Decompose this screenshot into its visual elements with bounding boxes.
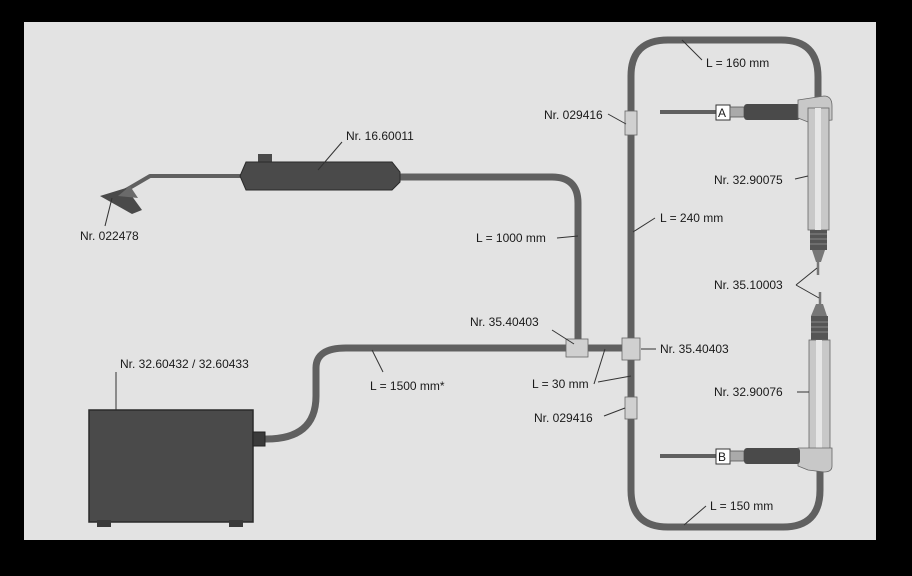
label-tee-left: Nr. 35.40403 <box>470 315 539 329</box>
tee-right <box>621 337 641 361</box>
labels: Nr. 32.60432 / 32.60433 Nr. 16.60011 Nr.… <box>80 56 783 513</box>
label-hose-30: L = 30 mm <box>532 377 589 391</box>
hose-1000 <box>396 173 582 344</box>
label-handpiece-bottom: Nr. 32.90076 <box>714 385 783 399</box>
connector-bottom <box>624 396 638 420</box>
hose-network <box>124 36 824 531</box>
foot-pedal <box>100 186 142 214</box>
label-hose-240: L = 240 mm <box>660 211 723 225</box>
label-connector-top: Nr. 029416 <box>544 108 603 122</box>
label-hose-1000: L = 1000 mm <box>476 231 546 245</box>
pedal-hose <box>124 174 242 192</box>
pump-unit <box>88 409 266 527</box>
valve <box>239 154 401 191</box>
handpiece-top <box>660 95 833 275</box>
tee-left <box>565 338 589 358</box>
label-hose-160: L = 160 mm <box>706 56 769 70</box>
label-connector-bottom: Nr. 029416 <box>534 411 593 425</box>
hose-150 <box>627 416 824 531</box>
label-foot-pedal: Nr. 022478 <box>80 229 139 243</box>
handpiece-bottom <box>660 292 833 473</box>
label-hose-1500: L = 1500 mm* <box>370 379 445 393</box>
label-tee-right: Nr. 35.40403 <box>660 342 729 356</box>
label-tip: Nr. 35.10003 <box>714 278 783 292</box>
label-pump-unit: Nr. 32.60432 / 32.60433 <box>120 357 249 371</box>
label-cable-a: A <box>718 106 726 120</box>
leader-lines <box>104 39 820 526</box>
label-valve: Nr. 16.60011 <box>346 129 414 143</box>
label-hose-150: L = 150 mm <box>710 499 773 513</box>
label-cable-b: B <box>718 450 726 464</box>
label-handpiece-top: Nr. 32.90075 <box>714 173 783 187</box>
hose-160 <box>627 36 822 116</box>
connector-top <box>624 110 638 136</box>
hose-1500 <box>260 344 572 443</box>
